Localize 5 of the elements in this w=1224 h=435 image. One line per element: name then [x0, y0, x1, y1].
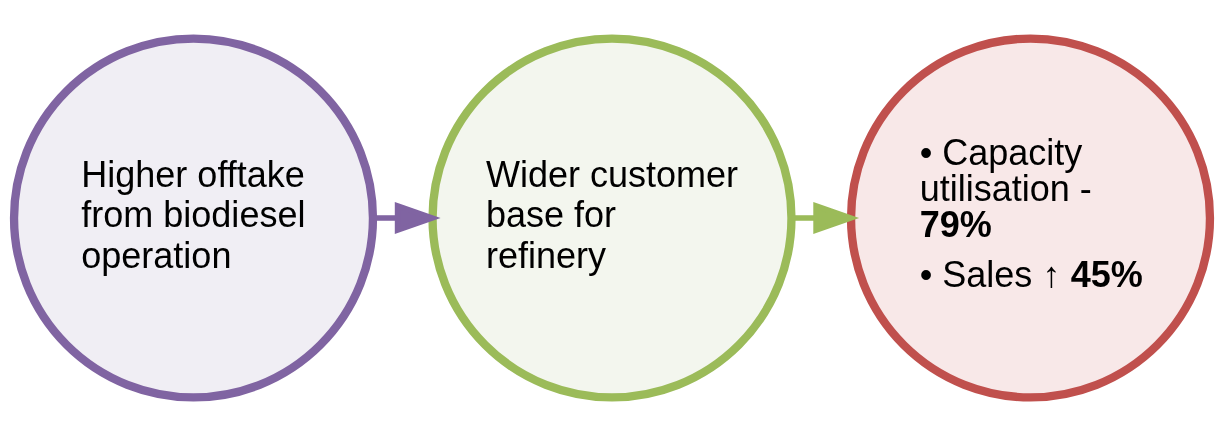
arrow: [791, 201, 860, 234]
arrow: [373, 201, 441, 234]
node-circle: • Capacity utilisation - 79% • Sales ↑ 45%: [846, 33, 1215, 402]
node-circle: Wider customer base for refinery: [428, 33, 796, 402]
node-circle: Higher offtake from biodiesel operation: [9, 33, 378, 402]
